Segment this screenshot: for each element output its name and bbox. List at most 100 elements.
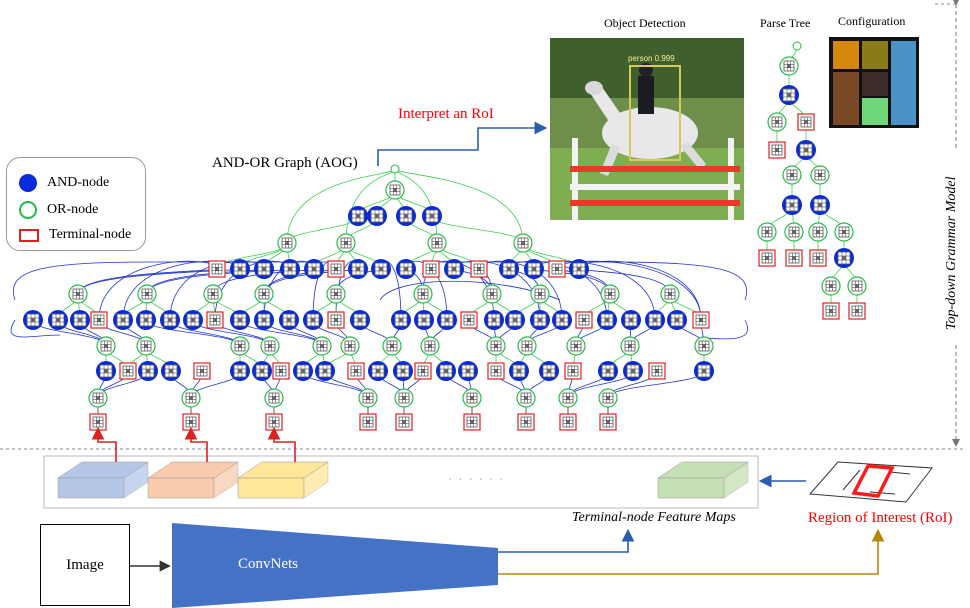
terminal-node — [575, 311, 593, 329]
or-node — [810, 165, 830, 185]
or-node-icon — [19, 201, 37, 219]
terminal-node — [548, 260, 566, 278]
and-node — [230, 259, 250, 279]
and-node — [371, 259, 391, 279]
or-node — [260, 336, 280, 356]
feature-map-4 — [657, 461, 749, 499]
terminal-node — [785, 249, 803, 267]
and-node — [138, 361, 158, 381]
feature-maps — [57, 461, 749, 499]
or-node — [394, 388, 414, 408]
or-node — [277, 233, 297, 253]
and-node — [396, 259, 416, 279]
and-node — [23, 310, 43, 330]
and-node — [779, 85, 799, 105]
aog-root — [390, 164, 400, 174]
and-node — [530, 310, 550, 330]
aog-edge — [578, 268, 671, 295]
feature-map-3 — [237, 461, 329, 499]
and-node — [505, 310, 525, 330]
terminal-node — [848, 302, 866, 320]
and-node — [645, 310, 665, 330]
terminal-node-icon — [19, 228, 39, 242]
aog-edge — [286, 168, 396, 244]
or-node — [413, 284, 433, 304]
or-node — [68, 284, 88, 304]
terminal-node — [460, 311, 478, 329]
or-node — [385, 180, 405, 200]
legend-and: AND-node — [19, 172, 109, 194]
and-node — [437, 310, 457, 330]
and-node — [810, 195, 830, 215]
or-node — [203, 284, 223, 304]
or-node — [230, 336, 250, 356]
or-node — [482, 284, 502, 304]
and-node — [484, 310, 504, 330]
and-node — [834, 248, 854, 268]
or-node — [382, 336, 402, 356]
and-node — [623, 361, 643, 381]
terminal-node — [517, 413, 535, 431]
or-node — [312, 336, 332, 356]
and-node-icon — [19, 174, 37, 192]
and-node — [796, 140, 816, 160]
or-node — [821, 276, 841, 296]
and-node — [552, 310, 572, 330]
or-node — [88, 388, 108, 408]
and-node — [304, 259, 324, 279]
and-node — [70, 310, 90, 330]
or-node — [264, 388, 284, 408]
terminal-node — [182, 413, 200, 431]
and-node — [458, 361, 478, 381]
interpret-arrow — [377, 121, 548, 166]
terminal-node — [208, 260, 226, 278]
aog-title: AND-OR Graph (AOG) — [212, 155, 358, 171]
terminal-node — [90, 311, 108, 329]
or-node — [516, 388, 536, 408]
and-node — [444, 259, 464, 279]
legend-term-label: Terminal-node — [49, 227, 132, 242]
terminal-node — [422, 260, 440, 278]
or-node — [782, 165, 802, 185]
terminal-node — [648, 362, 666, 380]
convnets-block — [172, 523, 498, 608]
roi-label: Region of Interest (RoI) — [808, 510, 953, 526]
and-node — [414, 310, 434, 330]
or-node — [336, 233, 356, 253]
legend-or: OR-node — [19, 199, 98, 221]
terminal-node — [89, 413, 107, 431]
and-node — [252, 361, 272, 381]
legend-or-label: OR-node — [47, 202, 99, 217]
and-node — [694, 361, 714, 381]
or-node — [358, 388, 378, 408]
feature-map-2 — [147, 461, 239, 499]
terminal-node — [463, 413, 481, 431]
aog-edge — [394, 168, 438, 244]
terminal-node — [758, 249, 776, 267]
and-node — [393, 361, 413, 381]
terminal-node — [797, 113, 815, 131]
or-node — [340, 336, 360, 356]
terminal-node — [327, 311, 345, 329]
or-node — [137, 284, 157, 304]
and-node — [230, 310, 250, 330]
ellipsis: · · · · · · — [448, 473, 505, 488]
and-node — [524, 259, 544, 279]
or-node — [558, 388, 578, 408]
and-node — [48, 310, 68, 330]
or-node — [517, 336, 537, 356]
terminal-node — [599, 413, 617, 431]
terminal-node — [559, 413, 577, 431]
or-node — [784, 222, 804, 242]
and-node — [621, 310, 641, 330]
parse-tree — [757, 41, 867, 320]
terminal-node — [470, 260, 488, 278]
feature-map-strip — [43, 455, 759, 509]
parse-tree-title: Parse Tree — [760, 16, 811, 30]
or-node — [530, 284, 550, 304]
parse-root — [792, 41, 802, 51]
terminal-node — [272, 362, 290, 380]
terminal-node — [692, 311, 710, 329]
configuration-title: Configuration — [838, 14, 906, 28]
